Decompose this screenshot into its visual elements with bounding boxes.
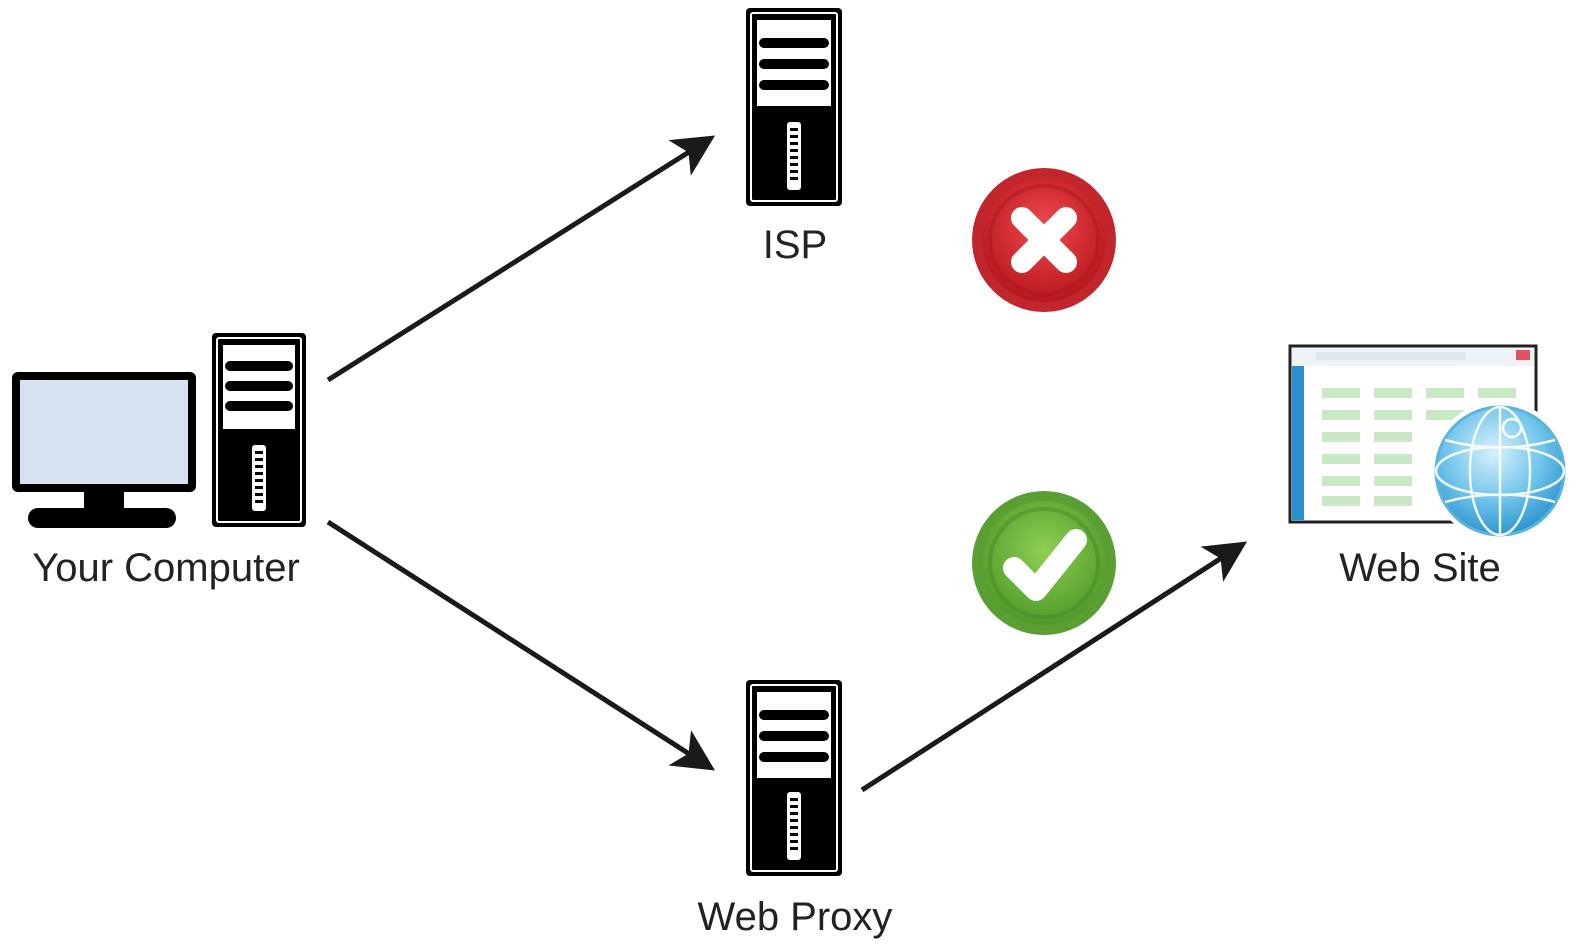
arrow-computer-to-proxy [326,519,716,771]
isp-server-icon [746,8,842,206]
web-site-node: Web Site [1288,344,1570,590]
arrows [326,135,1248,793]
your-computer-node: Your Computer [12,333,306,590]
monitor-icon [12,372,196,528]
proxy-server-icon [746,680,842,876]
arrow-computer-to-isp [326,135,716,383]
web-proxy-label: Web Proxy [698,895,893,939]
x-mark-icon [972,168,1116,312]
tower-icon [212,333,306,527]
globe-icon [1430,401,1570,541]
check-mark-icon [972,491,1116,635]
isp-node: ISP [746,8,842,267]
your-computer-label: Your Computer [32,546,300,590]
web-site-label: Web Site [1339,546,1501,590]
web-proxy-node: Web Proxy [698,680,893,939]
arrow-proxy-to-website [860,541,1248,793]
isp-label: ISP [763,223,827,267]
